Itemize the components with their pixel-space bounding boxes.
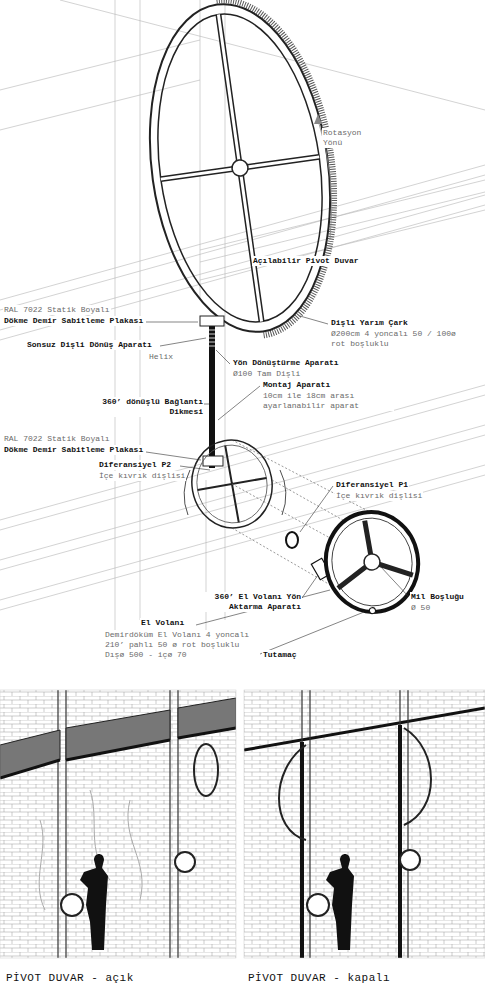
part-label: Montaj Aparatı <box>262 380 331 390</box>
part-label: Ø100 Tam Dişli <box>232 369 301 379</box>
part-label: Dökme Demir Sabitleme Plakası <box>3 445 144 455</box>
part-label: İçe kıvrık dişlisi <box>98 471 186 481</box>
gear-half-wheel <box>129 0 354 348</box>
rotation-arrowhead <box>314 114 322 124</box>
part-label: İçe kıvrık dişlisi <box>335 491 423 501</box>
part-label: Tutamaç <box>262 650 298 660</box>
scene-frame <box>0 690 236 958</box>
part-label: Ø 50 <box>410 603 431 613</box>
view-caption: PİVOT DUVAR - açık <box>5 972 135 985</box>
scene-frame <box>244 690 485 958</box>
part-label: 360’ El Volanı Yön Aktarma Aparatı <box>190 592 302 612</box>
worm-gear <box>209 330 215 346</box>
scene-open <box>0 690 236 958</box>
part-label: Diferansiyel P1 <box>335 480 409 490</box>
building-lines <box>0 0 485 640</box>
part-label: El Volanı <box>140 618 185 628</box>
part-label: Rotasyon Yönü <box>322 128 374 148</box>
view-caption: PİVOT DUVAR - kapalı <box>247 972 391 985</box>
part-label: 10cm ile 18cm arası ayarlanabilir aparat <box>262 391 394 411</box>
part-label: Helix <box>148 352 174 362</box>
part-label: RAL 7022 Statik Boyalı <box>3 434 111 444</box>
turn-arrows <box>184 470 286 515</box>
scene-closed <box>244 690 485 958</box>
part-label: Açılabilir Pivot Duvar <box>252 256 360 266</box>
part-label: Dişli Yarım Çark <box>330 318 409 328</box>
part-label: Dökme Demir Sabitleme Plakası <box>3 316 144 326</box>
part-label: Sonsuz Dişli Dönüş Aparatı <box>26 340 153 350</box>
part-label: Yön Dönüştürme Aparatı <box>232 358 340 368</box>
part-label: Mil Boşluğu <box>410 592 465 602</box>
part-label: Ø200cm 4 yoncalı 50 / 100ø rot boşluklu <box>330 329 462 349</box>
differential-p1 <box>286 532 298 548</box>
part-label: 360’ dönüşlü Bağlantı Dikmesi <box>84 397 204 417</box>
part-label: RAL 7022 Statik Boyalı <box>3 305 111 315</box>
part-label: Demirdöküm El Volanı 4 yoncalı 210’ pahl… <box>104 630 254 660</box>
part-label: Diferansiyel P2 <box>98 460 172 470</box>
